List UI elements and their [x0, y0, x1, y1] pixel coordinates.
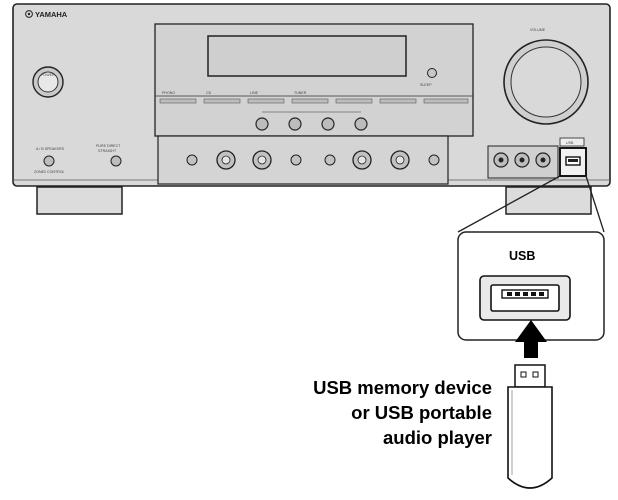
svg-text:ZONE2 CONTROL: ZONE2 CONTROL	[34, 170, 65, 174]
front-av-inputs	[487, 145, 559, 179]
usb-callout: USB	[457, 231, 605, 341]
input-selector-row: PHONO CD LINE TUNER	[159, 91, 469, 104]
svg-text:A / B SPEAKERS: A / B SPEAKERS	[36, 147, 65, 151]
brand-name: YAMAHA	[35, 10, 68, 19]
volume-knob: VOLUME	[503, 28, 589, 125]
usb-flash-drive	[507, 364, 553, 489]
svg-text:STRAIGHT: STRAIGHT	[98, 149, 117, 153]
tone-knobs	[255, 111, 368, 131]
svg-text:VOLUME: VOLUME	[530, 28, 546, 32]
input-label-3: LINE	[250, 91, 259, 95]
usb-drive-body	[507, 386, 553, 489]
svg-text:PURE DIRECT: PURE DIRECT	[96, 144, 121, 148]
front-usb-port: USB	[559, 137, 587, 177]
speaker-selector-knob: A / B SPEAKERS ZONE2 CONTROL	[34, 147, 65, 174]
front-usb-label: USB	[566, 141, 574, 145]
svg-text:POWER: POWER	[41, 73, 55, 77]
input-label-1: PHONO	[162, 91, 175, 95]
lower-control-panel	[157, 135, 449, 185]
input-label-4: TUNER	[294, 91, 307, 95]
right-foot	[505, 186, 592, 215]
callout-title: USB	[509, 249, 535, 263]
pure-direct-button: PURE DIRECT STRAIGHT	[96, 144, 122, 167]
usb-drive-connector	[514, 364, 546, 388]
left-foot	[36, 186, 123, 215]
av-receiver: YAMAHA POWER A / B SPEAKERS ZONE2 CONTRO…	[12, 3, 611, 215]
callout-leader-lines	[457, 175, 605, 233]
brand-logo: YAMAHA	[25, 10, 68, 19]
usb-port-enlarged	[479, 275, 571, 321]
front-display	[207, 35, 407, 77]
power-button: POWER	[32, 66, 64, 98]
svg-text:SLEEP: SLEEP	[420, 83, 432, 87]
display-button	[427, 68, 437, 78]
caption-line-2: or USB portable	[351, 402, 492, 423]
input-label-2: CD	[206, 91, 212, 95]
caption-line-1: USB memory device	[313, 377, 492, 398]
caption-line-3: audio player	[383, 427, 492, 448]
insert-arrow-icon	[515, 320, 547, 358]
display-panel: SLEEP PHONO CD LINE TUNER	[154, 23, 474, 137]
